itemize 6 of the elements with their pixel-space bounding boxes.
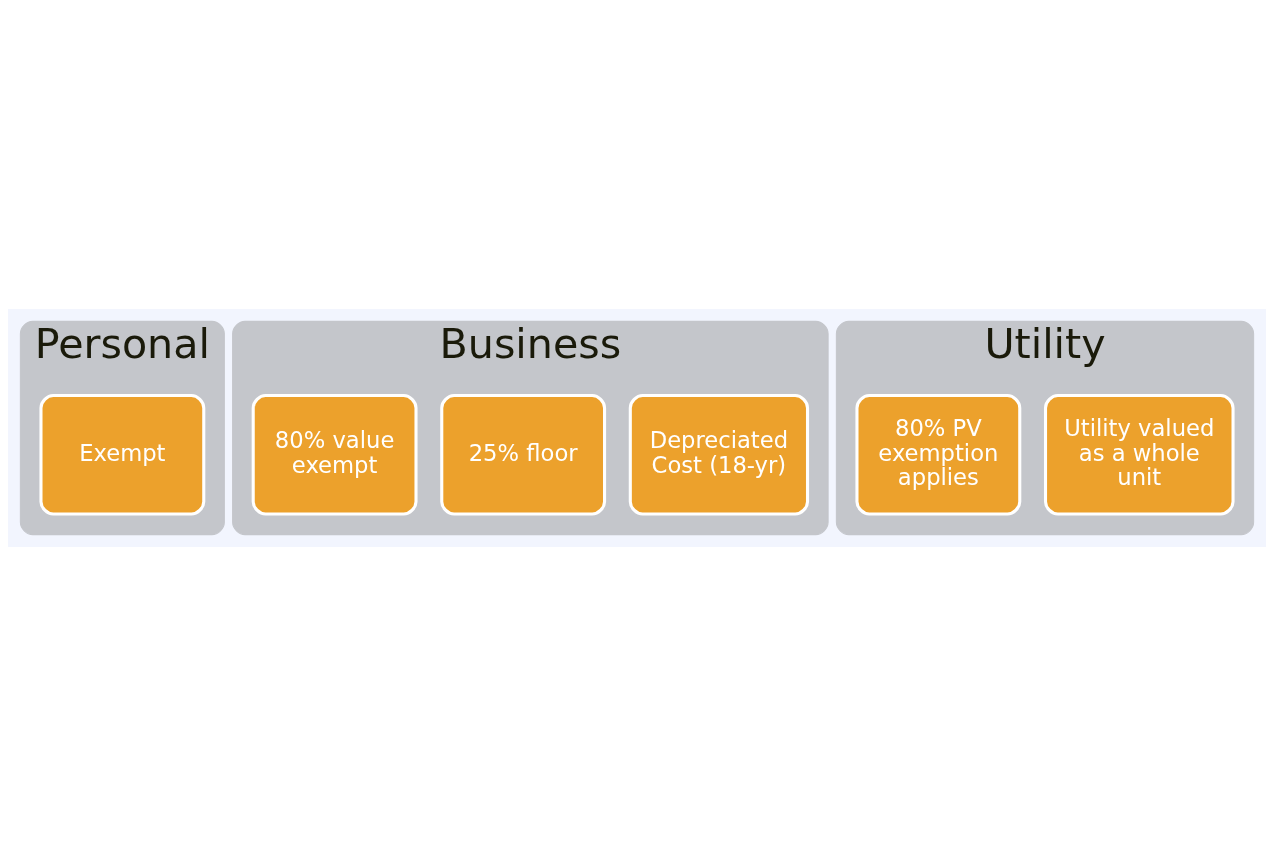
node-box: Exempt bbox=[39, 394, 206, 516]
node-box: Utility valued as a whole unit bbox=[1043, 394, 1235, 516]
node-box: 25% floor bbox=[440, 394, 607, 516]
node-box: 80% value exempt bbox=[251, 394, 418, 516]
node-box: Depreciated Cost (18-yr) bbox=[628, 394, 810, 516]
node-box: 80% PV exemption applies bbox=[855, 394, 1022, 516]
